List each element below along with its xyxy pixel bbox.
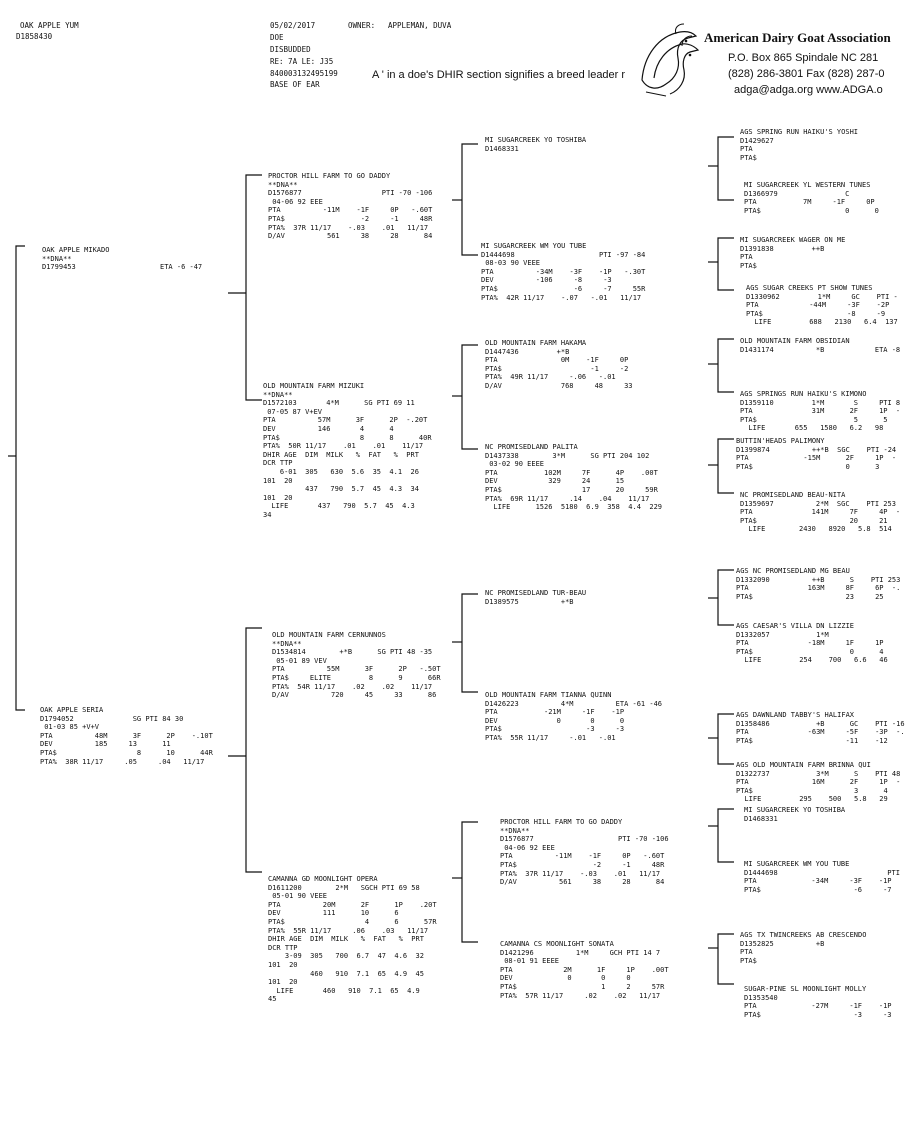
goat-heads-logo-icon xyxy=(641,23,700,97)
tag-location: BASE OF EAR xyxy=(270,80,320,89)
g4-entry-3: MI SUGARCREEK WAGER ON ME D1391838 ++B P… xyxy=(740,236,846,270)
owner-name: APPLEMAN, DUVA xyxy=(388,21,452,30)
sex: DOE xyxy=(270,33,284,42)
horn-status: DISBUDDED xyxy=(270,45,311,54)
sire-sire-dam-entry: MI SUGARCREEK WM YOU TUBE D1444698 PTI -… xyxy=(481,242,646,302)
g4-entry-2: MI SUGARCREEK YL WESTERN TUNES D1366979 … xyxy=(744,181,879,215)
dam-entry: OAK APPLE SERIA D1794052 SG PTI 84 30 01… xyxy=(40,706,213,766)
association-contact: adga@adga.org www.ADGA.o xyxy=(734,84,883,96)
animal-id: D1858430 xyxy=(16,32,53,41)
dam-sire-entry: OLD MOUNTAIN FARM CERNUNNOS **DNA** D153… xyxy=(272,631,441,700)
association-name: American Dairy Goat Association xyxy=(704,30,891,45)
print-date: 05/02/2017 xyxy=(270,21,316,30)
sire-dam-sire-entry: OLD MOUNTAIN FARM HAKAMA D1447436 +*B PT… xyxy=(485,339,633,390)
g4-entry-5: OLD MOUNTAIN FARM OBSIDIAN D1431174 *B E… xyxy=(740,337,901,354)
g4-entry-14: MI SUGARCREEK WM YOU TUBE D1444698 PTI P… xyxy=(744,860,900,894)
animal-name: OAK APPLE YUM xyxy=(20,21,79,30)
association-phone: (828) 286-3801 Fax (828) 287-0 xyxy=(728,68,885,80)
dam-sire-dam-entry: OLD MOUNTAIN FARM TIANNA QUINN D1426223 … xyxy=(485,691,663,742)
breed-leader-note: A ' in a doe's DHIR section signifies a … xyxy=(372,69,626,81)
owner-label: OWNER: xyxy=(348,21,376,30)
association-address: P.O. Box 865 Spindale NC 281 xyxy=(728,52,879,64)
g4-entry-16: SUGAR-PINE SL MOONLIGHT MOLLY D1353540 P… xyxy=(744,985,892,1019)
g4-entry-12: AGS OLD MOUNTAIN FARM BRINNA QUI D132273… xyxy=(736,761,901,804)
dam-dam-sire-entry: PROCTOR HILL FARM TO GO DADDY **DNA** D1… xyxy=(500,818,669,887)
g4-entry-13: MI SUGARCREEK YO TOSHIBA D1468331 xyxy=(744,806,846,823)
sire-dam-dam-entry: NC PROMISEDLAND PALITA D1437338 3*M SG P… xyxy=(485,443,663,512)
sire-sire-sire-entry: MI SUGARCREEK YO TOSHIBA D1468331 xyxy=(485,136,587,153)
sire-dam-entry: OLD MOUNTAIN FARM MIZUKI **DNA** D157210… xyxy=(263,382,432,519)
g4-entry-9: AGS NC PROMISEDLAND MG BEAU D1332090 ++B… xyxy=(736,567,901,601)
dam-sire-sire-entry: NC PROMISEDLAND TUR-BEAU D1389575 +*B xyxy=(485,589,587,606)
g4-entry-11: AGS DAWNLAND TABBY'S HALIFAX D1358486 +B… xyxy=(736,711,905,745)
g4-entry-10: AGS CAESAR'S VILLA DN LIZZIE D1332057 1*… xyxy=(736,622,888,665)
g4-entry-7: BUTTIN'HEADS PALIMONY D1399874 ++*B SGC … xyxy=(736,437,897,471)
g4-entry-6: AGS SPRINGS RUN HAIKU'S KIMONO D1359110 … xyxy=(740,390,901,433)
tag-id: 840003132495199 xyxy=(270,69,338,78)
dam-dam-dam-entry: CAMANNA CS MOONLIGHT SONATA D1421296 1*M… xyxy=(500,940,669,1000)
g4-entry-8: NC PROMISEDLAND BEAU-NITA D1359697 2*M S… xyxy=(740,491,901,534)
sire-entry: OAK APPLE MIKADO **DNA** D1799453 ETA -6… xyxy=(42,246,203,272)
sire-sire-entry: PROCTOR HILL FARM TO GO DADDY **DNA** D1… xyxy=(268,172,433,241)
association-block: American Dairy Goat Association P.O. Box… xyxy=(636,22,891,102)
g4-entry-4: AGS SUGAR CREEKS PT SHOW TUNES D1330962 … xyxy=(746,284,898,327)
g4-entry-15: AGS TX TWINCREEKS AB CRESCENDO D1352825 … xyxy=(740,931,867,965)
g4-entry-1: AGS SPRING RUN HAIKU'S YOSHI D1429627 PT… xyxy=(740,128,859,162)
tattoo: RE: 7A LE: J35 xyxy=(270,57,334,66)
dam-dam-entry: CAMANNA GD MOONLIGHT OPERA D1611200 2*M … xyxy=(268,875,437,1004)
